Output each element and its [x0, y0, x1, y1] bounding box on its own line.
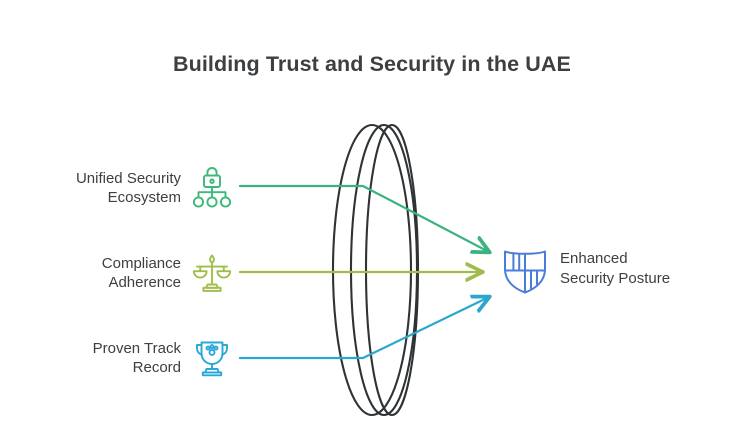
balance-scales-icon: [192, 254, 232, 292]
input-node-unified-security-ecosystem[interactable]: Unified Security Ecosystem: [12, 166, 234, 210]
shield-crest-icon: [504, 250, 546, 294]
flow-arrows: [238, 184, 489, 360]
output-label-enhanced-security-posture: Enhanced Security Posture: [560, 250, 671, 287]
input-label-unified-security-ecosystem: Unified Security Ecosystem: [75, 169, 181, 207]
input-node-proven-track-record[interactable]: Proven Track Record: [12, 336, 234, 380]
output-node-enhanced-security-posture[interactable]: Enhanced Security Posture: [502, 243, 734, 295]
input-label-proven-track-record: Proven Track Record: [92, 339, 181, 377]
center-lens-shape: [331, 123, 420, 417]
page-title: Building Trust and Security in the UAE: [172, 52, 571, 76]
trophy-icon: [196, 341, 228, 377]
lock-network-icon: [192, 167, 232, 208]
arrow-unified-security-ecosystem: [238, 184, 489, 252]
arrow-proven-track-record: [238, 297, 489, 360]
input-node-compliance-adherence[interactable]: Compliance Adherence: [12, 251, 234, 295]
input-label-compliance-adherence: Compliance Adherence: [101, 254, 181, 292]
